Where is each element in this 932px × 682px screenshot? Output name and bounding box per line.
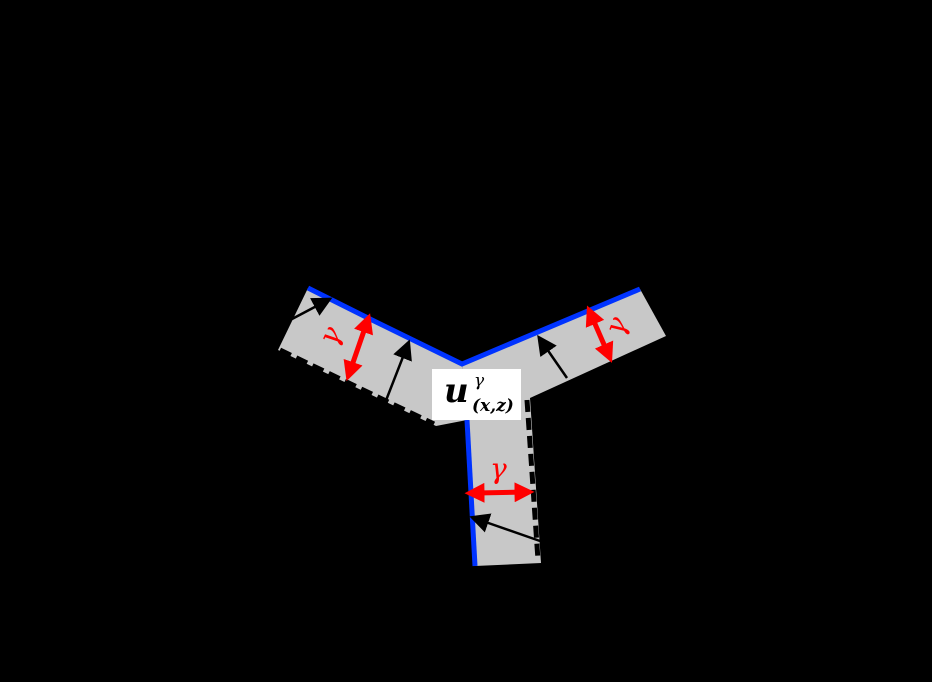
width-arrows (343, 305, 614, 503)
label-subscript: (x,z) (472, 396, 514, 416)
double-arrow-icon (343, 313, 373, 382)
arrow-icon (383, 339, 412, 404)
displacement-label: u γ (x,z) (432, 369, 521, 420)
double-arrow-icon (585, 305, 614, 363)
arrow-icon (291, 297, 333, 321)
arrow-icon (469, 513, 541, 543)
label-superscript: γ (474, 371, 485, 391)
normal-arrows (291, 297, 569, 543)
dashed-boundary (278, 347, 541, 561)
label-symbol: u (444, 371, 469, 411)
double-arrow-icon (464, 482, 535, 503)
gamma-label-lower: γ (490, 452, 507, 485)
arrow-icon (537, 334, 569, 379)
